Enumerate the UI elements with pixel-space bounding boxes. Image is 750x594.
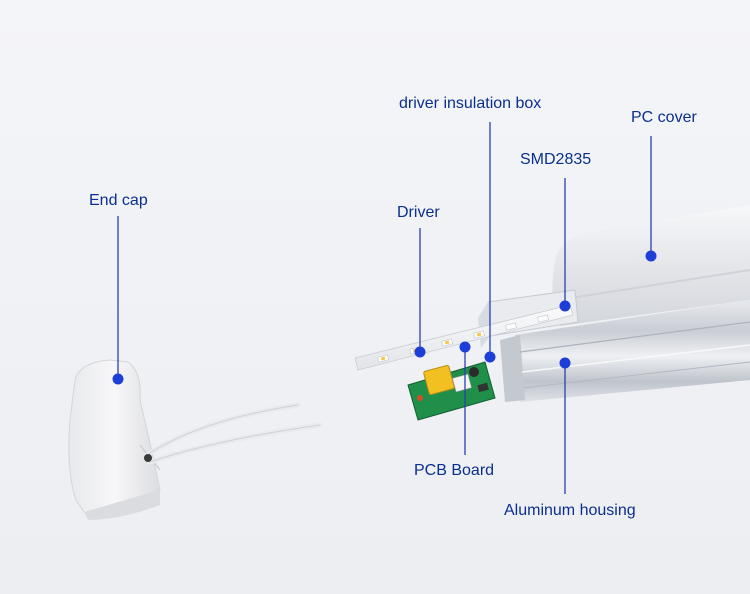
aluminum-housing-shape bbox=[500, 300, 750, 402]
label-driver-insulation-box: driver insulation box bbox=[399, 95, 542, 112]
callout-dot-pc-cover bbox=[645, 250, 657, 262]
label-pcb-board: PCB Board bbox=[414, 462, 495, 479]
callout-dot-pcb-board bbox=[459, 341, 471, 353]
callout-dots bbox=[112, 250, 657, 385]
label-driver: Driver bbox=[397, 204, 440, 221]
wires-shape bbox=[144, 402, 323, 465]
pc-cover-shape bbox=[552, 205, 750, 326]
label-pc-cover: PC cover bbox=[631, 109, 697, 126]
driver-pcb-shape bbox=[407, 361, 496, 421]
callout-lines bbox=[117, 122, 652, 494]
label-smd2835: SMD2835 bbox=[520, 151, 592, 168]
end-cap-shape bbox=[68, 359, 161, 520]
label-aluminum-housing: Aluminum housing bbox=[504, 502, 636, 519]
callout-dot-aluminum-housing bbox=[559, 357, 571, 369]
callout-dot-smd2835 bbox=[559, 300, 571, 312]
callout-dot-driver bbox=[414, 346, 426, 358]
label-end-cap: End cap bbox=[89, 192, 148, 209]
callout-dot-end-cap bbox=[112, 373, 124, 385]
callout-dot-insulation-box bbox=[484, 351, 496, 363]
